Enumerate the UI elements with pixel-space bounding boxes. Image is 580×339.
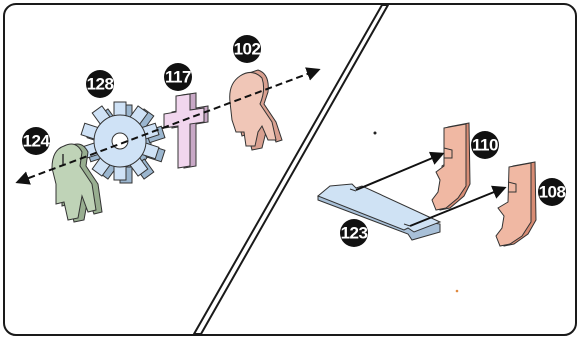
label-124: 124 [23, 132, 51, 151]
speck-dot [373, 131, 377, 135]
label-128: 128 [87, 75, 114, 94]
label-123: 123 [341, 224, 368, 243]
speck-dot-orange [455, 289, 459, 293]
label-110: 110 [472, 136, 498, 155]
label-102: 102 [234, 40, 261, 59]
arrow-123-to-108 [409, 185, 507, 227]
badge-110: 110 [471, 131, 499, 159]
part-123-slot-right [403, 223, 411, 227]
part-123-face [317, 183, 442, 233]
part-108-slot [507, 181, 517, 193]
assembly-axis-arrow [15, 67, 321, 185]
part-110-shape [431, 122, 471, 211]
badge-123: 123 [340, 219, 368, 247]
badge-108: 108 [538, 178, 566, 206]
badge-128: 128 [86, 70, 114, 98]
part-108-shape [495, 161, 537, 247]
badge-102: 102 [233, 35, 261, 63]
badge-124: 124 [22, 127, 51, 155]
part-108-face [495, 162, 532, 247]
label-117: 117 [165, 68, 191, 87]
part-110-face [431, 123, 467, 211]
part-123-shape [317, 183, 442, 241]
arrow-123-to-110 [355, 151, 445, 191]
badge-117: 117 [164, 63, 192, 91]
part-110-slot [443, 147, 453, 159]
part-123-slot-left [349, 188, 357, 192]
label-108: 108 [539, 183, 566, 202]
